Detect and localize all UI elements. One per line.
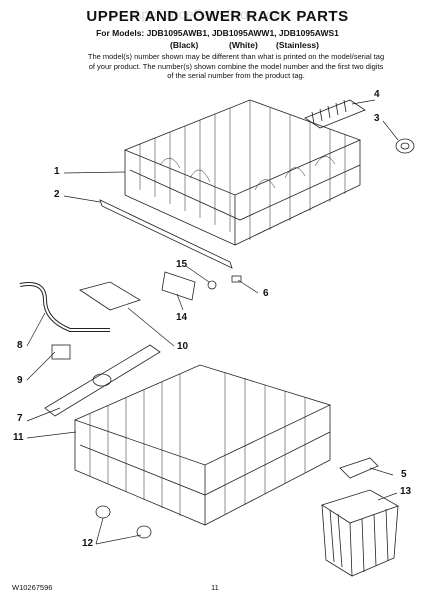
callout-7: 7	[17, 413, 23, 424]
callout-9: 9	[17, 375, 23, 386]
callout-15: 15	[176, 259, 188, 270]
rack-wheel	[395, 138, 415, 154]
variant-stainless: (Stainless)	[276, 40, 319, 50]
adjuster-ball	[207, 280, 217, 290]
model-note: The model(s) number shown may be differe…	[87, 52, 385, 80]
water-manifold	[79, 281, 141, 311]
silverware-basket	[321, 489, 399, 577]
lower-wheel-b	[136, 525, 152, 539]
callout-13: 13	[400, 486, 412, 497]
watermark-text: AppliancePartsPros.com	[132, 6, 286, 22]
callout-1: 1	[54, 166, 60, 177]
lower-wheel-a	[95, 505, 111, 519]
lower-rack	[73, 364, 332, 526]
callout-14: 14	[176, 312, 188, 323]
callout-8: 8	[17, 340, 23, 351]
rack-stop	[231, 275, 242, 283]
doc-number: W10267596	[12, 583, 53, 592]
callout-12: 12	[82, 538, 94, 549]
spray-arm-mount	[51, 344, 71, 360]
callout-5: 5	[401, 469, 407, 480]
page-title: UPPER AND LOWER RACK PARTS	[86, 8, 349, 25]
rack-rail	[99, 199, 233, 269]
callout-11: 11	[13, 432, 24, 443]
models-line: For Models: JDB1095AWB1, JDB1095AWW1, JD…	[96, 28, 339, 38]
tine-row	[304, 99, 366, 129]
upper-rack	[123, 99, 362, 246]
adjuster-bracket	[161, 271, 196, 301]
callout-2: 2	[54, 189, 60, 200]
spray-arm	[44, 344, 161, 417]
feed-tube	[19, 282, 110, 332]
callout-6: 6	[263, 288, 269, 299]
variant-white: (White)	[229, 40, 258, 50]
callout-4: 4	[374, 89, 380, 100]
callout-3: 3	[374, 113, 380, 124]
callout-10: 10	[177, 341, 189, 352]
page-number: 11	[211, 583, 219, 592]
variant-black: (Black)	[170, 40, 199, 50]
basket-handle	[339, 457, 379, 479]
